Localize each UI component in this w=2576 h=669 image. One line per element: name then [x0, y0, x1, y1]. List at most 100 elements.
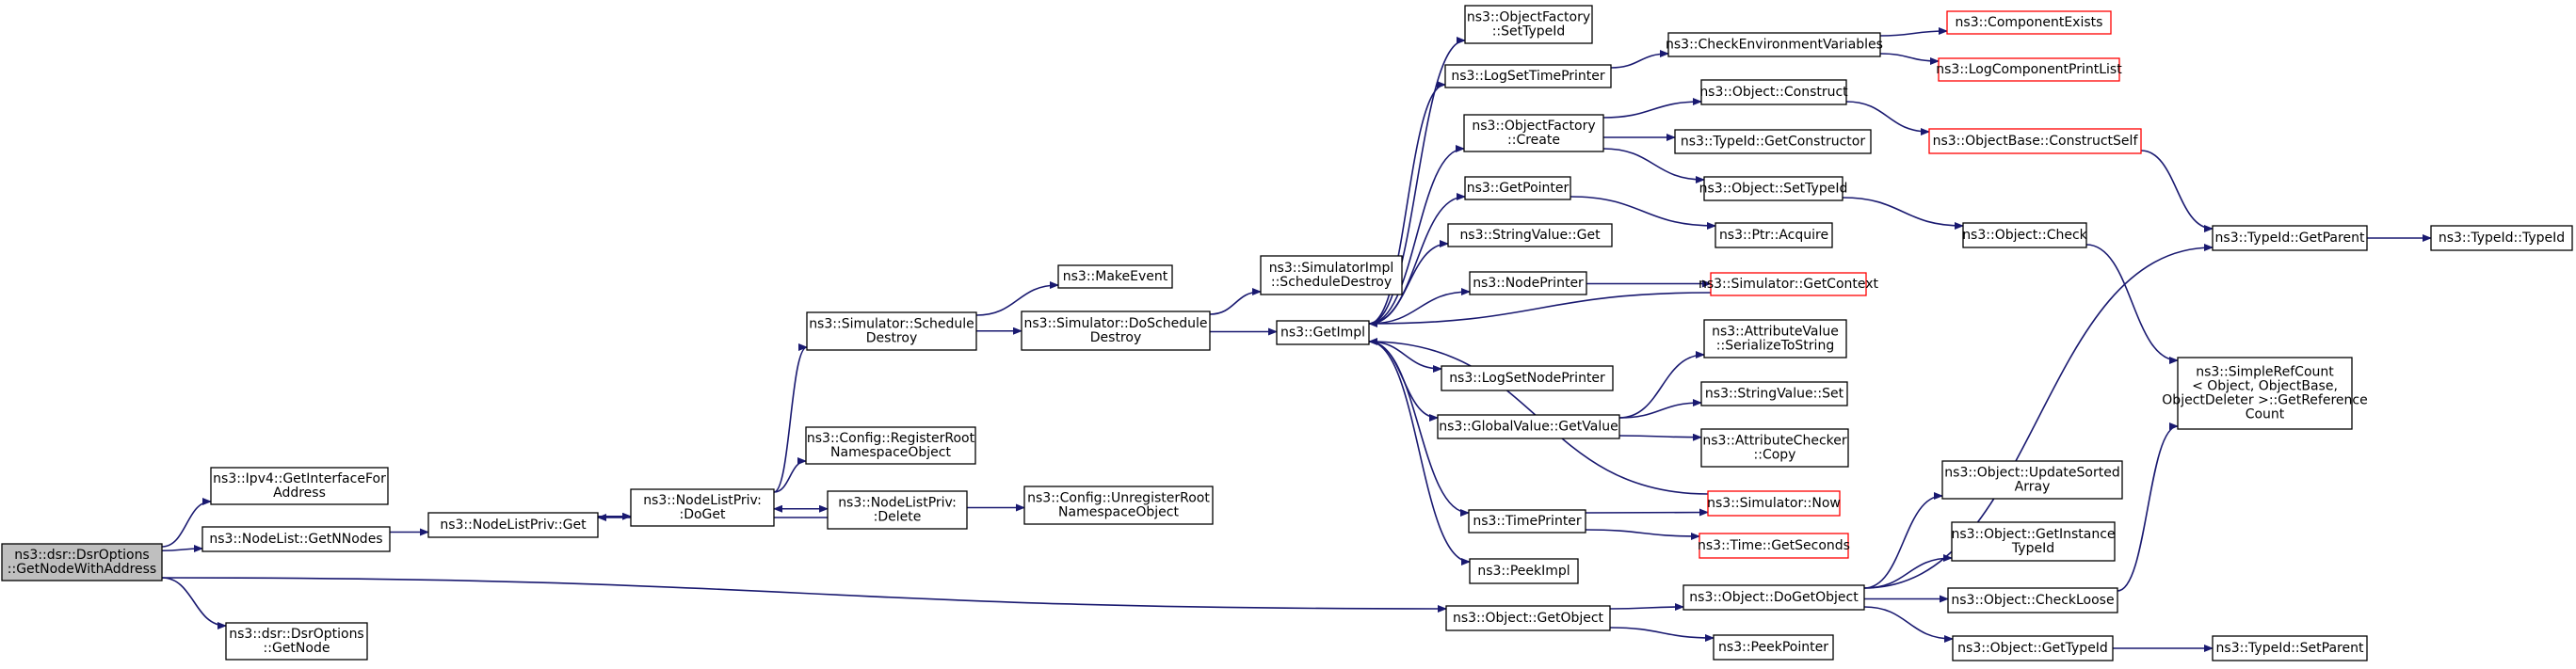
- node-label: ns3::LogComponentPrintList: [1936, 62, 2122, 77]
- edge-line: [1368, 341, 1471, 565]
- node-obj-getobject[interactable]: ns3::Object::GetObject: [1445, 605, 1611, 631]
- node-box: [1947, 587, 2118, 613]
- node-of-settypeid[interactable]: ns3::ObjectFactory::SetTypeId: [1464, 5, 1593, 44]
- node-logsettime[interactable]: ns3::LogSetTimePrinter: [1444, 64, 1612, 88]
- edge-obj-getobject-to-obj-dogetobject: [1609, 603, 1684, 612]
- node-label: ::SerializeToString: [1716, 339, 1834, 354]
- node-nlp-delete[interactable]: ns3::NodeListPriv::Delete: [827, 490, 968, 530]
- node-label: ns3::Ptr::Acquire: [1719, 228, 1828, 243]
- edge-line: [975, 281, 1059, 316]
- node-label: ns3::Object::GetTypeId: [1957, 641, 2108, 656]
- node-obj-check[interactable]: ns3::Object::Check: [1962, 222, 2088, 248]
- node-getpointer[interactable]: ns3::GetPointer: [1464, 176, 1571, 200]
- edge-root-to-nodelist-getn: [161, 545, 203, 553]
- node-sim-sched[interactable]: ns3::Simulator::ScheduleDestroy: [806, 311, 977, 351]
- node-of-create[interactable]: ns3::ObjectFactory::Create: [1463, 114, 1604, 152]
- node-dsr-getnode[interactable]: ns3::dsr::DsrOptions::GetNode: [225, 622, 368, 661]
- node-nodeprinter[interactable]: ns3::NodePrinter: [1469, 271, 1587, 295]
- node-label: ns3::MakeEvent: [1063, 269, 1168, 284]
- node-logsetnode[interactable]: ns3::LogSetNodePrinter: [1441, 365, 1614, 391]
- node-make-event[interactable]: ns3::MakeEvent: [1057, 264, 1173, 289]
- node-comp-exists[interactable]: ns3::ComponentExists: [1946, 10, 2112, 35]
- node-strval-get[interactable]: ns3::StringValue::Get: [1447, 223, 1613, 247]
- node-root[interactable]: ns3::dsr::DsrOptions::GetNodeWithAddress: [1, 543, 163, 581]
- node-typeid-getparent[interactable]: ns3::TypeId::GetParent: [2212, 225, 2368, 251]
- edge-getimpl-to-of-create: [1368, 145, 1465, 325]
- node-time-getseconds[interactable]: ns3::Time::GetSeconds: [1698, 533, 1850, 559]
- node-label: ns3::NodePrinter: [1473, 276, 1584, 291]
- edge-line: [1602, 98, 1702, 119]
- node-obj-construct[interactable]: ns3::Object::Construct: [1699, 79, 1848, 105]
- node-label: ns3::ComponentExists: [1956, 15, 2103, 30]
- node-box: [1700, 79, 1847, 105]
- node-box: [427, 512, 599, 538]
- node-timeprinter[interactable]: ns3::TimePrinter: [1468, 509, 1586, 534]
- edge-line: [2117, 422, 2179, 592]
- edge-getimpl-to-nodeprinter: [1368, 288, 1471, 325]
- node-gv-getvalue[interactable]: ns3::GlobalValue::GetValue: [1437, 414, 1620, 439]
- edge-line: [161, 545, 203, 553]
- edge-line: [1368, 81, 1446, 325]
- node-label: ns3::Object::SetTypeId: [1699, 182, 1848, 197]
- node-nodelist-getn[interactable]: ns3::NodeList::GetNNodes: [201, 526, 391, 552]
- node-label: ns3::Config::RegisterRoot: [807, 431, 975, 446]
- edge-getimpl-to-logsettime: [1368, 81, 1446, 325]
- node-attrchecker-copy[interactable]: ns3::AttributeChecker::Copy: [1700, 428, 1849, 468]
- edge-getpointer-to-ptr-acquire: [1570, 196, 1716, 230]
- node-ptr-acquire[interactable]: ns3::Ptr::Acquire: [1715, 222, 1833, 248]
- node-objbase-construct[interactable]: ns3::ObjectBase::ConstructSelf: [1928, 128, 2142, 154]
- node-typeid-getctor[interactable]: ns3::TypeId::GetConstructor: [1674, 129, 1872, 154]
- node-label: TypeId: [2011, 541, 2054, 556]
- edge-line: [1368, 145, 1465, 325]
- edge-nlp-doget-to-cfg-reg: [773, 457, 807, 493]
- edge-of-create-to-obj-construct: [1602, 98, 1702, 119]
- node-logcomp-print[interactable]: ns3::LogComponentPrintList: [1936, 57, 2122, 82]
- node-obj-settypeid[interactable]: ns3::Object::SetTypeId: [1699, 176, 1848, 201]
- node-label: ns3::GetPointer: [1467, 181, 1570, 196]
- node-strval-set[interactable]: ns3::StringValue::Set: [1700, 381, 1848, 406]
- node-label: ns3::Config::UnregisterRoot: [1027, 491, 1210, 506]
- edge-logsettime-to-checkenv: [1610, 50, 1669, 69]
- node-typeid-typeid[interactable]: ns3::TypeId::TypeId: [2430, 225, 2573, 251]
- node-obj-dogetobject[interactable]: ns3::Object::DoGetObject: [1682, 584, 1865, 611]
- node-simimpl-sched[interactable]: ns3::SimulatorImpl::ScheduleDestroy: [1260, 255, 1403, 295]
- node-label: ObjectDeleter >::GetReference: [2162, 393, 2367, 408]
- node-box: [2212, 635, 2368, 661]
- node-peekimpl[interactable]: ns3::PeekImpl: [1469, 558, 1579, 584]
- node-nlp-get[interactable]: ns3::NodeListPriv::Get: [427, 512, 599, 538]
- node-peekpointer[interactable]: ns3::PeekPointer: [1713, 634, 1834, 661]
- node-cfg-unreg[interactable]: ns3::Config::UnregisterRootNamespaceObje…: [1023, 486, 1214, 525]
- edge-line: [1209, 288, 1262, 315]
- node-simplerefcount[interactable]: ns3::SimpleRefCount< Object, ObjectBase,…: [2162, 357, 2368, 430]
- node-box: [1928, 128, 2142, 154]
- edge-line: [1610, 50, 1669, 69]
- node-nlp-doget[interactable]: ns3::NodeListPriv::DoGet: [630, 488, 775, 527]
- node-checkenv[interactable]: ns3::CheckEnvironmentVariables: [1666, 32, 1883, 57]
- edge-obj-dogetobject-to-obj-gettypeid: [1863, 606, 1954, 643]
- node-getimpl[interactable]: ns3::GetImpl: [1276, 320, 1370, 345]
- edge-checkenv-to-logcomp-print: [1879, 53, 1940, 65]
- node-sim-now[interactable]: ns3::Simulator::Now: [1707, 490, 1841, 517]
- edge-line: [1609, 627, 1715, 642]
- edge-line: [1585, 508, 1709, 517]
- node-obj-checkloose[interactable]: ns3::Object::CheckLoose: [1947, 587, 2118, 613]
- node-sim-getcontext[interactable]: ns3::Simulator::GetContext: [1699, 272, 1879, 296]
- node-label: NamespaceObject: [830, 445, 951, 460]
- node-box: [1437, 414, 1620, 439]
- node-label: ns3::ObjectFactory: [1472, 119, 1595, 134]
- node-box: [1700, 381, 1848, 406]
- node-label: ns3::Time::GetSeconds: [1698, 538, 1850, 553]
- node-typeid-setparent[interactable]: ns3::TypeId::SetParent: [2212, 635, 2368, 661]
- node-attr-serialize[interactable]: ns3::AttributeValue::SerializeToString: [1703, 319, 1847, 358]
- node-label: ns3::Object::GetInstance: [1951, 527, 2115, 542]
- node-box: [2212, 225, 2368, 251]
- node-box: [805, 426, 976, 465]
- node-obj-gettypeid[interactable]: ns3::Object::GetTypeId: [1952, 635, 2114, 661]
- node-box: [1682, 584, 1865, 611]
- node-label: ns3::AttributeChecker: [1702, 434, 1847, 449]
